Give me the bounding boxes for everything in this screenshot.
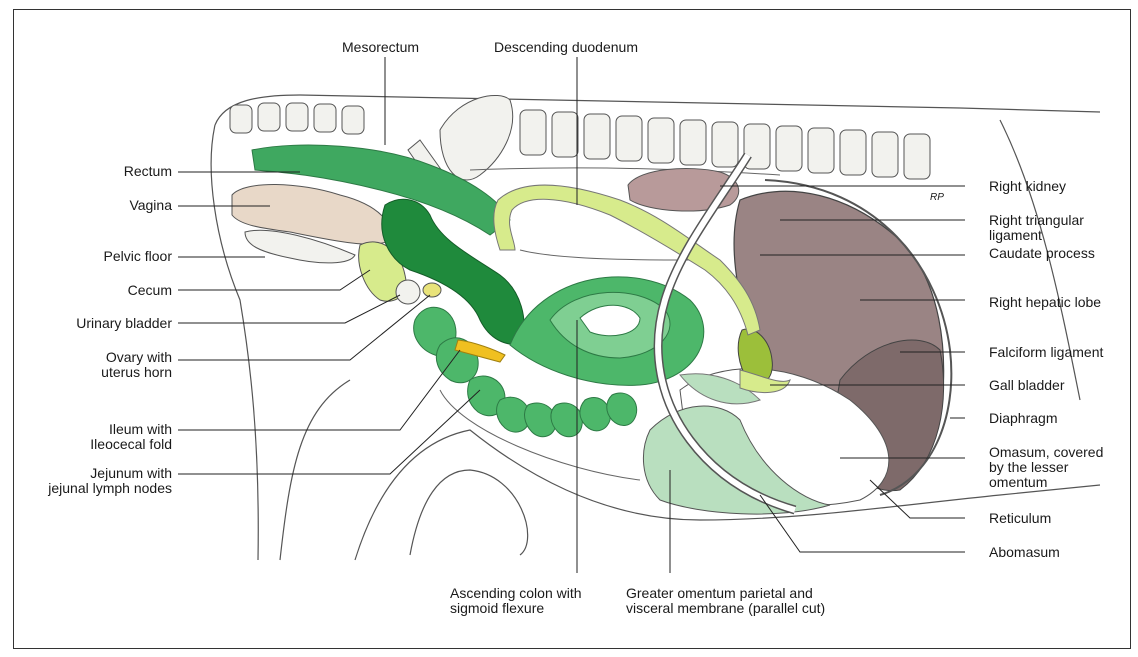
label-caudate-process: Caudate process — [989, 246, 1095, 261]
label-right-triangular-line-1: Right triangular — [989, 213, 1084, 228]
label-mesorectum: Mesorectum — [342, 40, 419, 55]
label-ovary-line-1: Ovary with — [101, 350, 172, 365]
label-descending-duodenum: Descending duodenum — [494, 40, 638, 55]
ovary-shape — [423, 283, 441, 297]
label-falciform-ligament: Falciform ligament — [989, 345, 1103, 360]
label-cecum: Cecum — [128, 283, 172, 298]
label-pelvic-floor: Pelvic floor — [104, 249, 172, 264]
label-jejunum-line-2: jejunal lymph nodes — [48, 481, 172, 496]
label-vagina: Vagina — [129, 198, 172, 213]
label-ovary-with-uterus-horn: Ovary with uterus horn — [101, 350, 172, 380]
label-ascending-colon-line-2: sigmoid flexure — [450, 601, 582, 616]
label-urinary-bladder: Urinary bladder — [76, 316, 172, 331]
label-jejunum-with-lymph-nodes: Jejunum with jejunal lymph nodes — [48, 466, 172, 496]
label-right-kidney: Right kidney — [989, 179, 1066, 194]
label-ovary-line-2: uterus horn — [101, 365, 172, 380]
label-greater-omentum-line-2: visceral membrane (parallel cut) — [626, 601, 825, 616]
label-omasum-line-2: by the lesser — [989, 460, 1103, 475]
label-jejunum-line-1: Jejunum with — [48, 466, 172, 481]
label-reticulum: Reticulum — [989, 511, 1051, 526]
label-ileum-line-2: Ileocecal fold — [90, 437, 172, 452]
label-diaphragm: Diaphragm — [989, 411, 1057, 426]
label-greater-omentum: Greater omentum parietal and visceral me… — [626, 586, 825, 616]
label-greater-omentum-line-1: Greater omentum parietal and — [626, 586, 825, 601]
label-right-hepatic-lobe: Right hepatic lobe — [989, 295, 1101, 310]
label-right-triangular-ligament: Right triangular ligament — [989, 213, 1084, 243]
label-ascending-colon-line-1: Ascending colon with — [450, 586, 582, 601]
label-gall-bladder: Gall bladder — [989, 378, 1065, 393]
label-rectum: Rectum — [124, 164, 172, 179]
label-abomasum: Abomasum — [989, 545, 1060, 560]
spiral-colon — [510, 277, 704, 385]
label-omasum-line-3: omentum — [989, 475, 1103, 490]
label-ileum-line-1: Ileum with — [90, 422, 172, 437]
label-omasum-line-1: Omasum, covered — [989, 445, 1103, 460]
label-omasum-lesser-omentum: Omasum, covered by the lesser omentum — [989, 445, 1103, 490]
urinary-bladder-shape — [396, 280, 420, 304]
label-ascending-colon: Ascending colon with sigmoid flexure — [450, 586, 582, 616]
artist-signature: RP — [930, 190, 944, 205]
label-ileum-with-ileocecal-fold: Ileum with Ileocecal fold — [90, 422, 172, 452]
label-right-triangular-line-2: ligament — [989, 228, 1084, 243]
